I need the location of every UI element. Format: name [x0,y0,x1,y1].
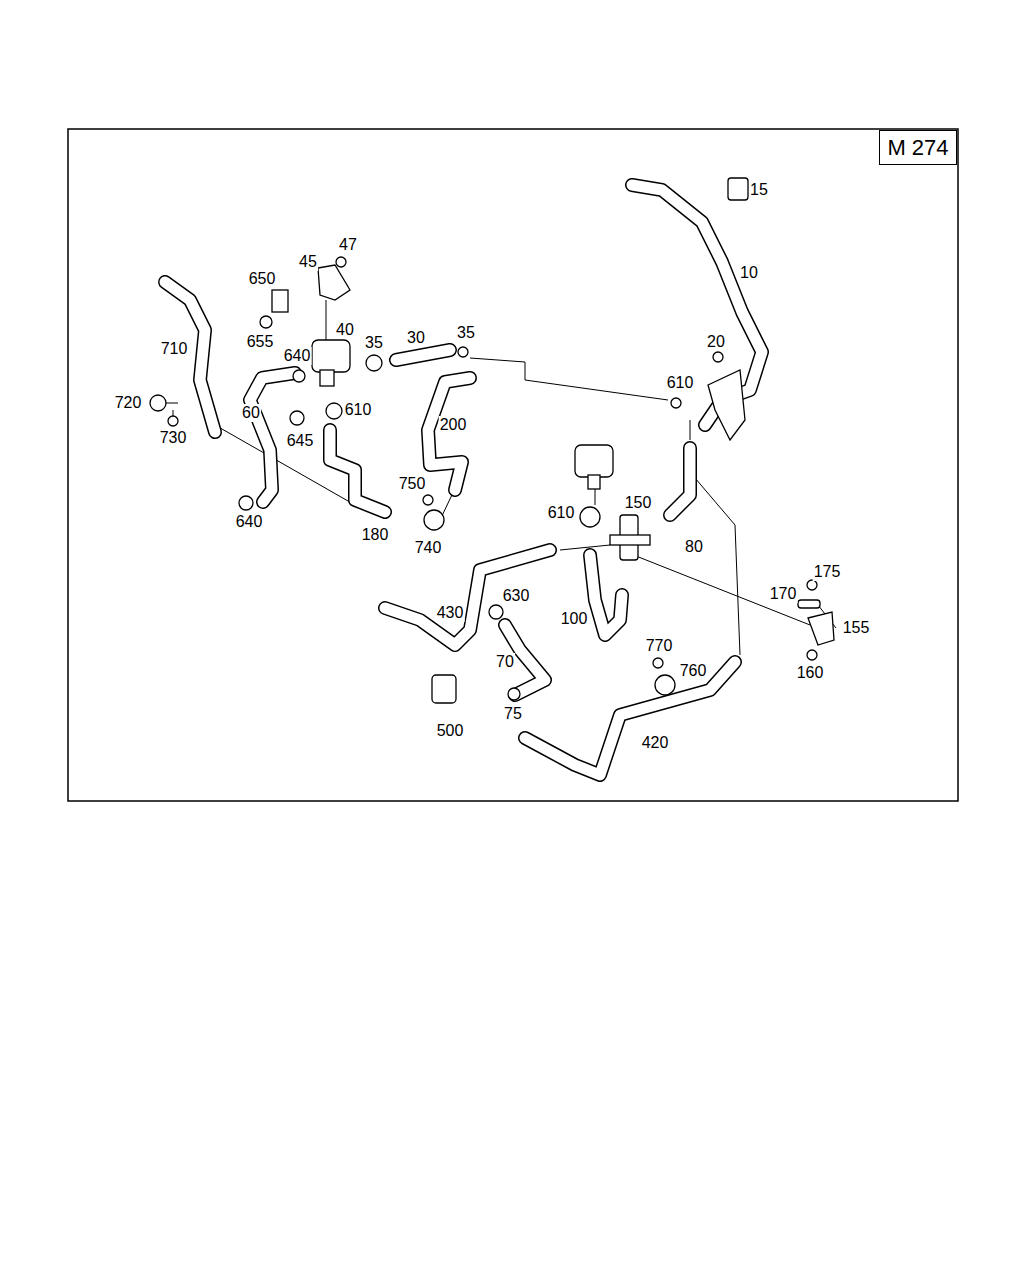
callout-number: 75 [503,705,523,723]
frame [68,129,958,801]
callout-number: 30 [406,329,426,347]
leader-lines [152,300,836,655]
callout-number: 70 [495,653,515,671]
callout-number: 760 [679,662,708,680]
callout-number: 35 [364,334,384,352]
callout-number: 200 [439,416,468,434]
callout-number: 155 [842,619,871,637]
callout-number: 60 [241,404,261,422]
components [150,178,834,703]
callout-number: 430 [436,604,465,622]
hoses [165,185,762,775]
callout-number: 180 [361,526,390,544]
callout-number: 640 [283,347,312,365]
callout-number: 710 [160,340,189,358]
callout-number: 160 [796,664,825,682]
callout-number: 40 [335,321,355,339]
callout-number: 100 [560,610,589,628]
callout-number: 640 [235,513,264,531]
callout-number: 10 [739,264,759,282]
title-box: M 274 [879,130,957,165]
callout-number: 750 [398,475,427,493]
callout-number: 770 [645,637,674,655]
callout-number: 170 [769,585,798,603]
callout-number: 175 [813,563,842,581]
callout-number: 80 [684,538,704,556]
callout-number: 630 [502,587,531,605]
callout-number: 47 [338,236,358,254]
callout-number: 740 [414,539,443,557]
callout-number: 610 [547,504,576,522]
callout-number: 15 [749,181,769,199]
callout-number: 20 [706,333,726,351]
diagram-code: M 274 [887,135,948,161]
callout-number: 655 [246,333,275,351]
callout-number: 610 [666,374,695,392]
callout-number: 500 [436,722,465,740]
callout-number: 730 [159,429,188,447]
callout-number: 35 [456,324,476,342]
callout-number: 150 [624,494,653,512]
callout-number: 610 [344,401,373,419]
callout-number: 645 [286,432,315,450]
callout-number: 45 [298,253,318,271]
callout-number: 650 [248,270,277,288]
callout-number: 720 [114,394,143,412]
callout-number: 420 [641,734,670,752]
